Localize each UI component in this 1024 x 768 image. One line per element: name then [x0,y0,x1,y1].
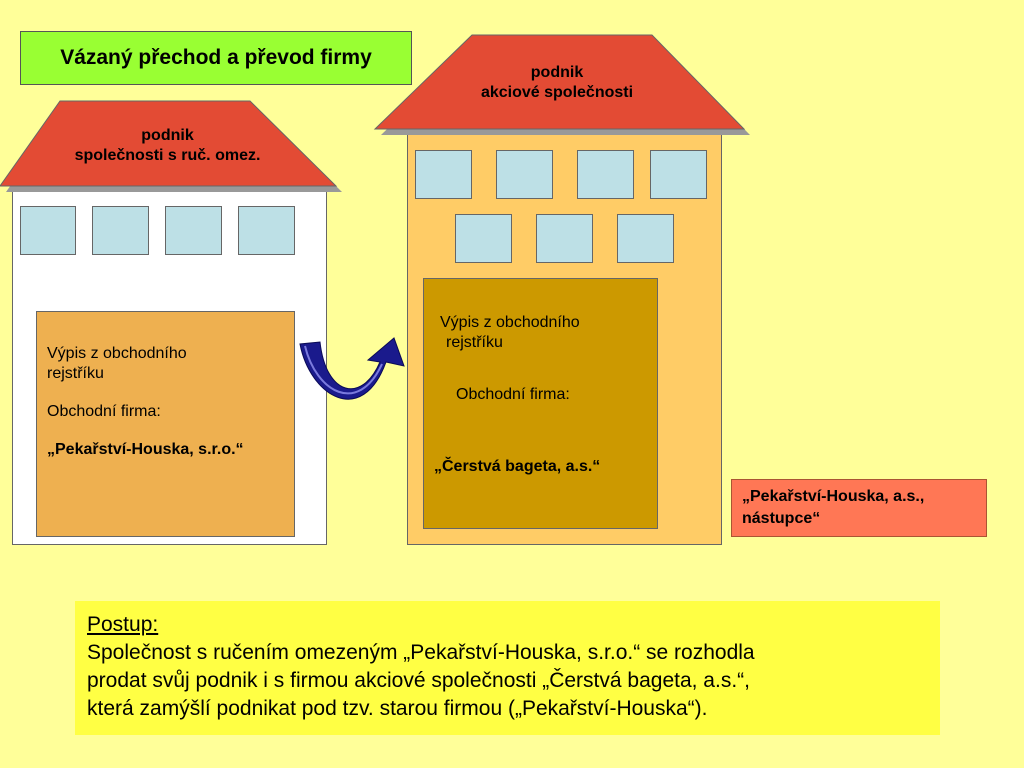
right-window-1 [415,150,472,199]
successor-badge: „Pekařství-Houska, a.s., nástupce“ [731,479,987,537]
right-firm-label: Obchodní firma: [456,386,570,403]
left-record-box: Výpis z obchodního rejstříku Obchodní fi… [36,311,295,537]
right-roof [373,34,750,135]
right-window-6 [536,214,593,263]
right-window-5 [455,214,512,263]
right-window-3 [577,150,634,199]
successor-badge-line1: „Pekařství-Houska, a.s., [742,488,925,505]
right-roof-label: podnik akciové společnosti [412,63,702,103]
right-roof-shape [373,34,746,130]
procedure-line3: která zamýšlí podnikat pod tzv. starou f… [87,697,708,720]
right-window-2 [496,150,553,199]
left-window-4 [238,206,295,255]
left-window-1 [20,206,76,255]
right-record-box: Výpis z obchodního rejstříku Obchodní fi… [423,278,658,529]
left-roof-line1: podnik [141,127,194,144]
left-roof-line2: společnosti s ruč. omez. [74,147,261,164]
left-firm-label: Obchodní firma: [47,403,161,420]
transfer-arrow-shape [299,337,405,400]
right-window-4 [650,150,707,199]
left-record-line2: rejstříku [47,365,104,382]
left-firm-name: „Pekařství-Houska, s.r.o.“ [47,441,244,458]
right-roof-line2: akciové společnosti [480,84,634,101]
slide-title: Vázaný přechod a převod firmy [20,31,412,85]
procedure-line1: Společnost s ručením omezeným „Pekařství… [87,641,755,664]
left-window-3 [165,206,222,255]
right-roof-line1: podnik [530,64,584,81]
left-roof-label: podnik společnosti s ruč. omez. [30,126,305,166]
left-roof [0,100,342,192]
procedure-note: Postup: Společnost s ručením omezeným „P… [75,601,940,735]
procedure-heading: Postup: [87,613,159,636]
left-roof-shape [0,100,338,187]
left-window-2 [92,206,149,255]
procedure-line2: prodat svůj podnik i s firmou akciové sp… [87,669,750,692]
left-record-line1: Výpis z obchodního [47,345,187,362]
right-window-7 [617,214,674,263]
right-record-line2: rejstříku [446,334,503,351]
transfer-arrow [299,337,405,400]
successor-badge-line2: nástupce“ [742,510,821,527]
right-record-line1: Výpis z obchodního [440,314,580,331]
right-firm-name: „Čerstvá bageta, a.s.“ [434,458,601,475]
